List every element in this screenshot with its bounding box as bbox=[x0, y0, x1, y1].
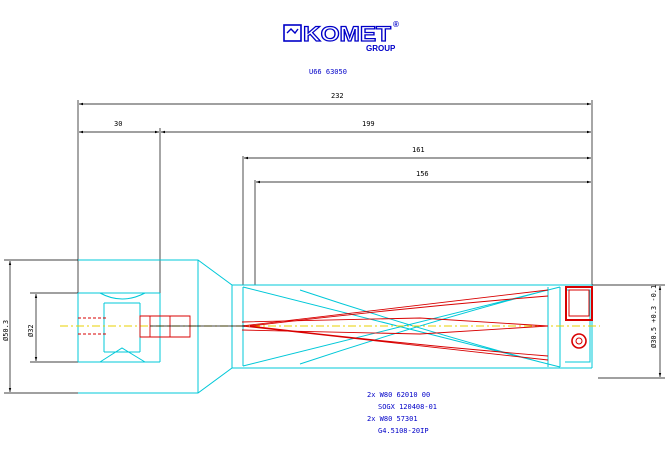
parts-item-2-line2: G4.5108-20IP bbox=[378, 427, 429, 435]
drawing-code: U66 63050 bbox=[309, 68, 347, 76]
dim-shank-length: 30 bbox=[114, 120, 122, 128]
dimension-lines-left bbox=[4, 259, 78, 394]
dim-outer-diameter: Ø50.3 bbox=[2, 320, 10, 341]
shank-screw bbox=[139, 315, 191, 338]
dim-cutting-diameter: Ø30.5 +0.3 -0.1 bbox=[650, 285, 658, 348]
parts-list: 2x W80 62010 00 SOGX 120408-01 2x W80 57… bbox=[367, 391, 437, 435]
shank-body bbox=[77, 292, 161, 363]
logo-group: GROUP bbox=[366, 44, 396, 53]
dim-flute-length-1: 161 bbox=[412, 146, 425, 154]
logo-icon-mark bbox=[286, 28, 299, 35]
coolant-channels bbox=[78, 289, 549, 361]
komet-logo: KOMET ® GROUP bbox=[283, 20, 399, 53]
insert-screw bbox=[571, 333, 587, 349]
dimension-lines-right bbox=[598, 286, 665, 379]
dim-shank-diameter: Ø32 bbox=[27, 324, 35, 337]
logo-registered: ® bbox=[393, 20, 399, 29]
dimension-lines-top bbox=[77, 100, 665, 293]
parts-item-1-line1: 2x W80 62010 00 bbox=[367, 391, 430, 399]
logo-icon-frame bbox=[283, 24, 302, 42]
dim-body-length: 199 bbox=[362, 120, 375, 128]
cutting-insert bbox=[565, 286, 593, 349]
parts-item-1-line2: SOGX 120408-01 bbox=[378, 403, 437, 411]
shank-flange bbox=[78, 259, 592, 394]
parts-item-2-line1: 2x W80 57301 bbox=[367, 415, 418, 423]
logo-brand: KOMET bbox=[303, 23, 391, 46]
dim-flute-length-2: 156 bbox=[416, 170, 429, 178]
dim-total-length: 232 bbox=[331, 92, 344, 100]
